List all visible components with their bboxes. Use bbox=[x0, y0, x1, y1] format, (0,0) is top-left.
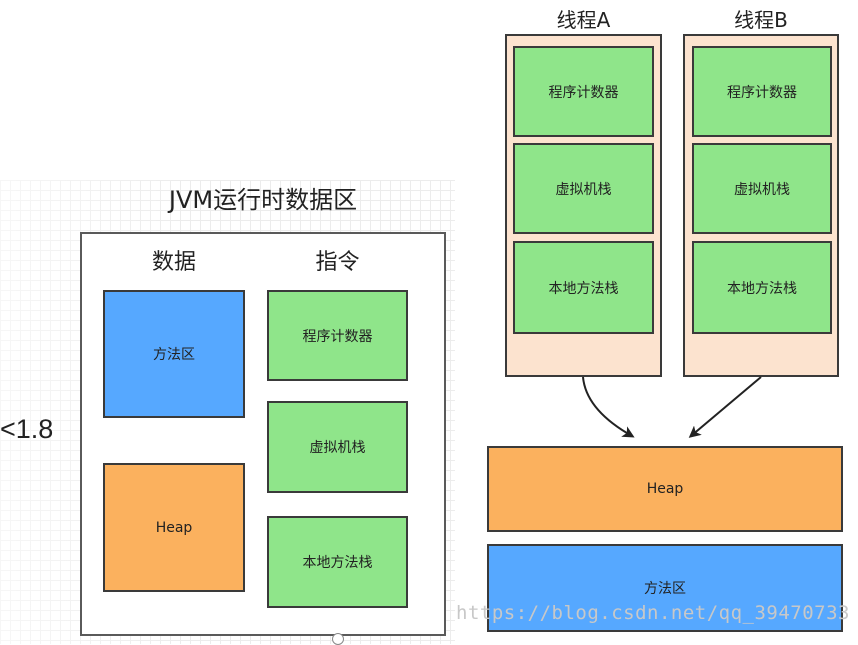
thread-a-vm-stack-label: 虚拟机栈 bbox=[555, 181, 612, 198]
thread-a-program-counter-box: 程序计数器 bbox=[513, 46, 654, 137]
thread-a-program-counter-label: 程序计数器 bbox=[548, 84, 619, 101]
thread-b-title: 线程B bbox=[734, 8, 788, 32]
instruction-column-heading: 指令 bbox=[315, 250, 360, 275]
program-counter-box: 程序计数器 bbox=[267, 290, 408, 381]
shared-heap-box: Heap bbox=[487, 446, 843, 532]
program-counter-label: 程序计数器 bbox=[302, 328, 373, 345]
thread-b-native-method-stack-label: 本地方法栈 bbox=[727, 280, 797, 297]
shared-method-area-box: 方法区 bbox=[487, 544, 843, 632]
thread-a-arrow bbox=[582, 376, 635, 438]
thread-a-vm-stack-box: 虚拟机栈 bbox=[513, 143, 654, 234]
shared-heap-label: Heap bbox=[646, 481, 684, 497]
thread-b-vm-stack-label: 虚拟机栈 bbox=[734, 181, 790, 198]
method-area-label: 方法区 bbox=[153, 347, 195, 363]
thread-a-native-method-stack-label: 本地方法栈 bbox=[548, 280, 619, 297]
thread-b-vm-stack-box: 虚拟机栈 bbox=[692, 143, 832, 234]
shared-method-area-label: 方法区 bbox=[644, 581, 686, 597]
vm-stack-label: 虚拟机栈 bbox=[309, 440, 366, 456]
data-column-heading: 数据 bbox=[151, 250, 196, 275]
heap-label: Heap bbox=[155, 519, 193, 536]
thread-a-title: 线程A bbox=[556, 8, 611, 32]
jvm-diagram-title: JVM运行时数据区 bbox=[168, 186, 358, 214]
watermark: https://blog.csdn.net/qq_39470733 bbox=[456, 602, 850, 624]
heap-box: Heap bbox=[103, 463, 245, 592]
thread-a-native-method-stack-box: 本地方法栈 bbox=[513, 241, 654, 334]
method-area-box: 方法区 bbox=[103, 290, 245, 418]
vm-stack-box: 虚拟机栈 bbox=[267, 401, 408, 493]
thread-b-program-counter-label: 程序计数器 bbox=[727, 84, 797, 101]
version-label: <1.8 bbox=[0, 414, 54, 444]
thread-b-native-method-stack-box: 本地方法栈 bbox=[692, 241, 832, 334]
native-method-stack-label: 本地方法栈 bbox=[302, 555, 373, 571]
thread-b-arrow bbox=[688, 376, 762, 438]
thread-b-program-counter-box: 程序计数器 bbox=[692, 46, 832, 137]
native-method-stack-box: 本地方法栈 bbox=[267, 516, 408, 608]
